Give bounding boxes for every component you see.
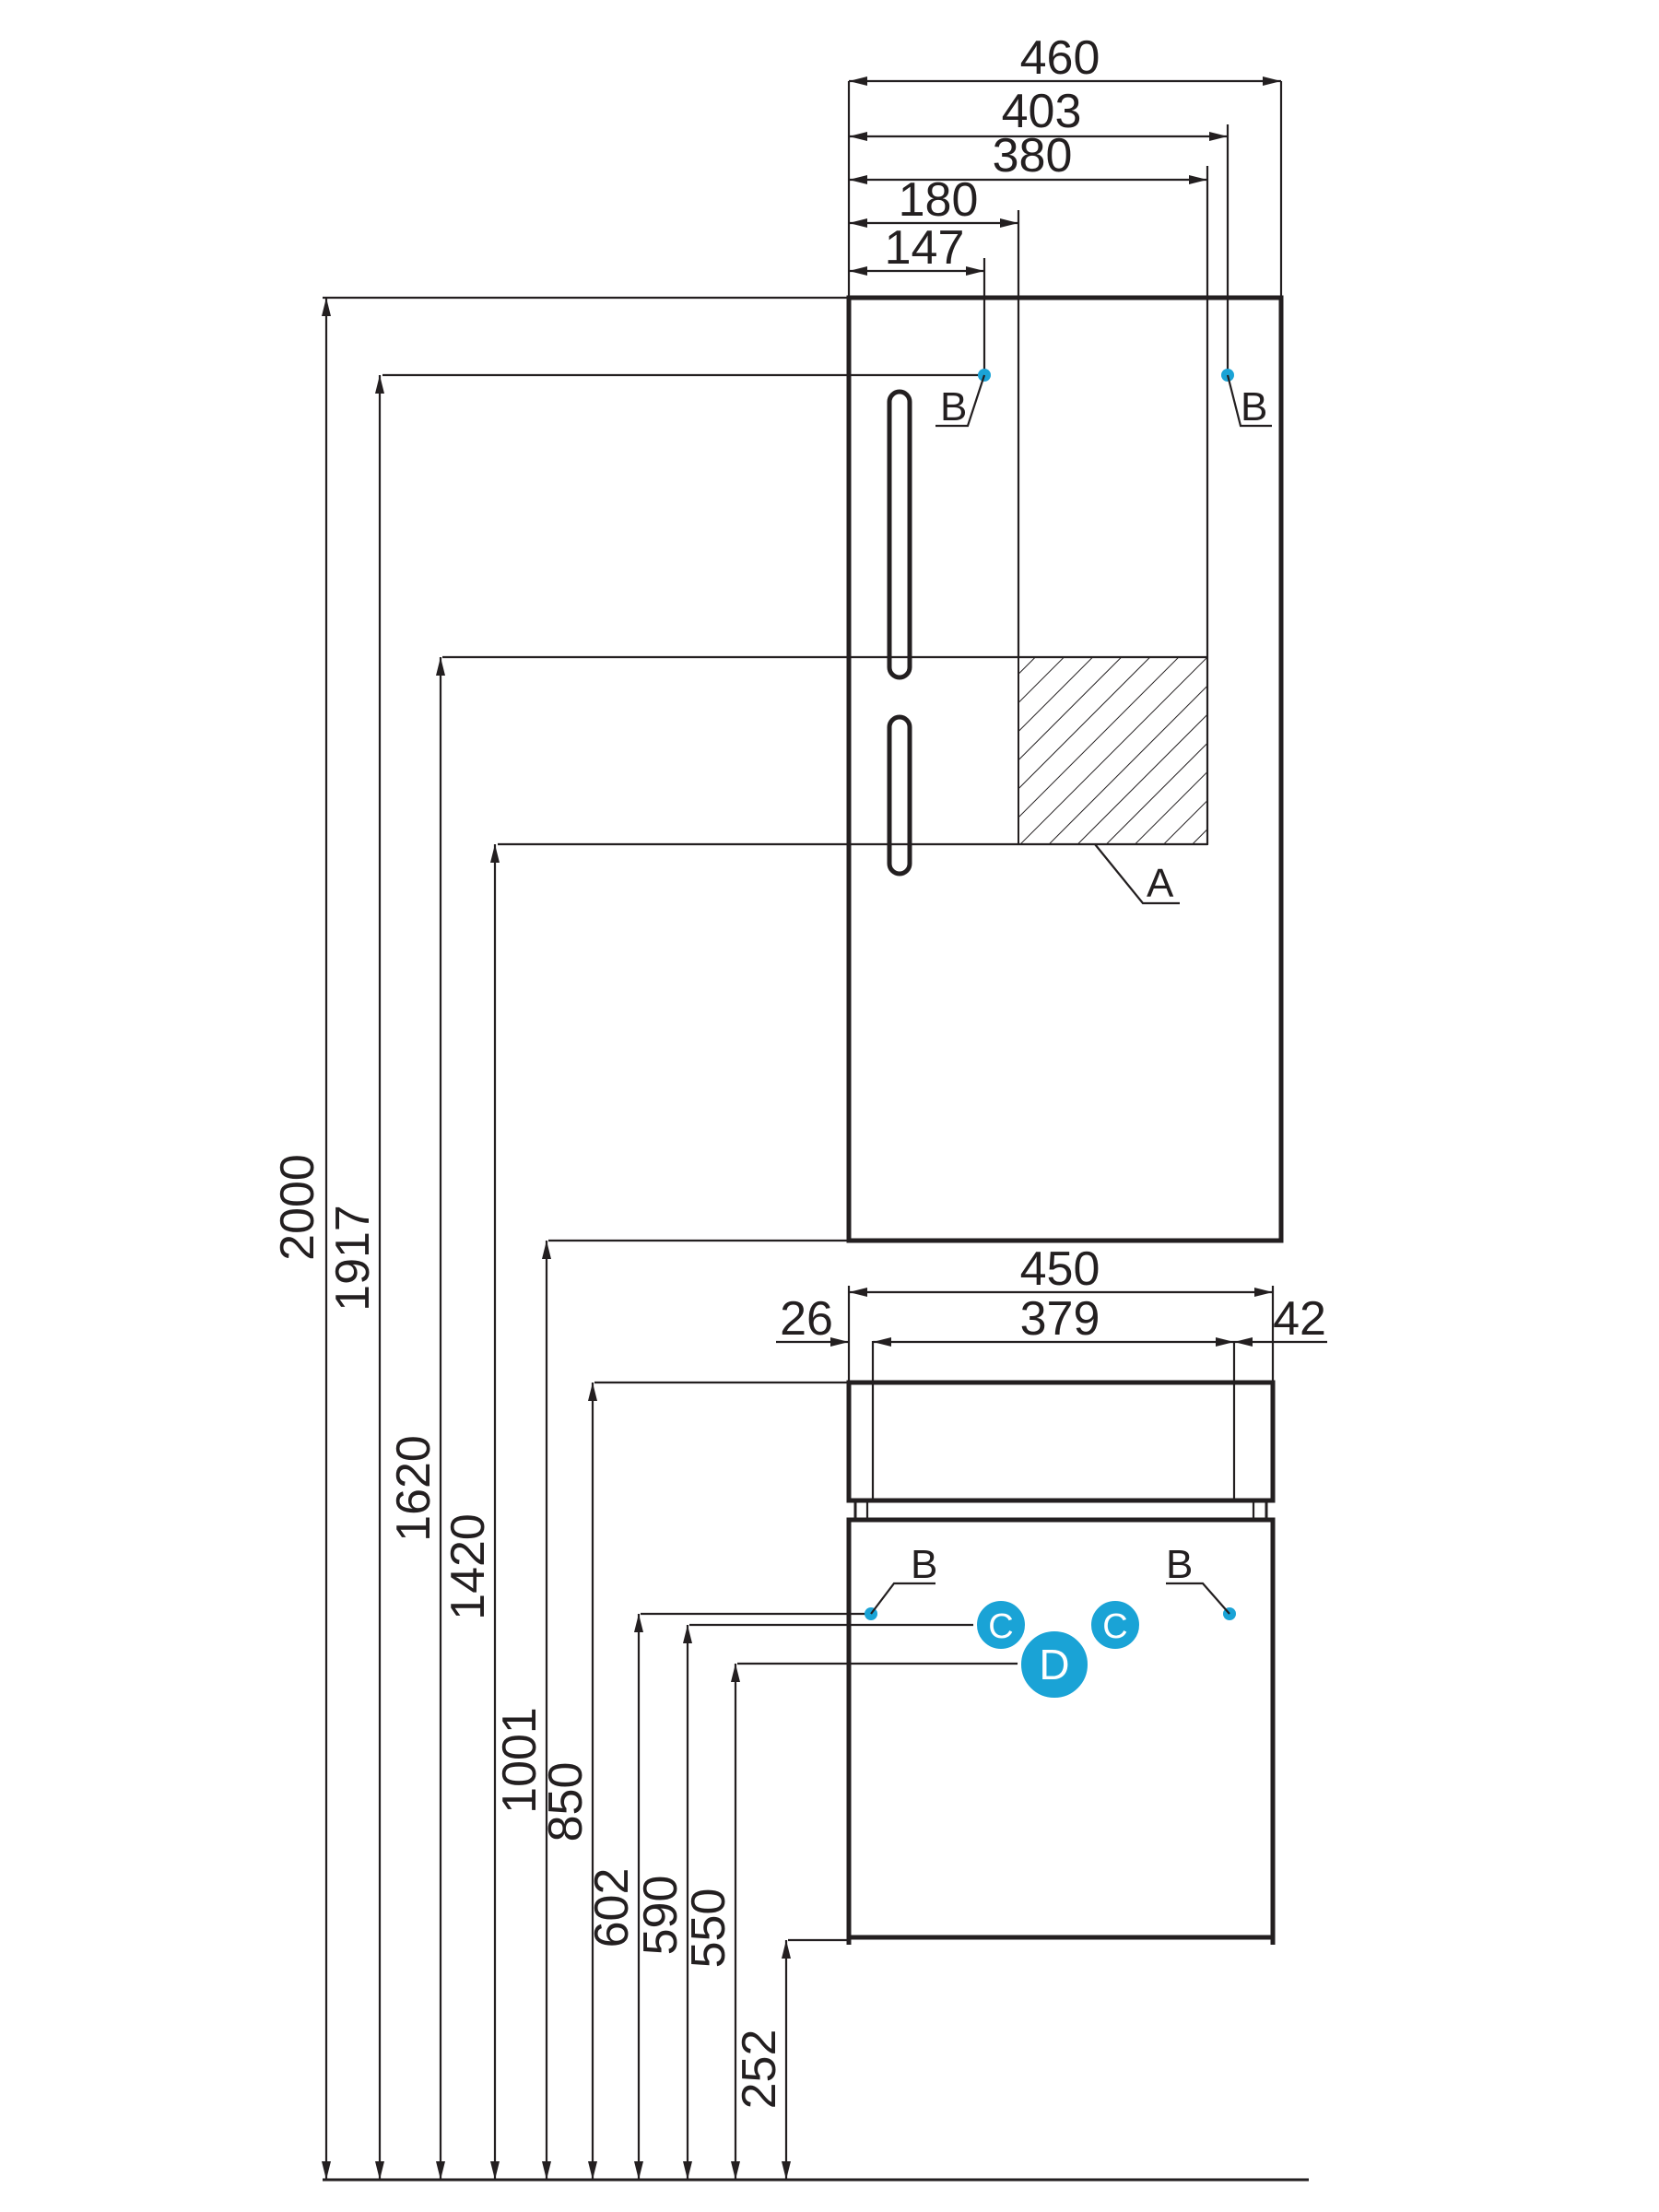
dim-460-label: 460 <box>1020 31 1100 85</box>
upper-cabinet: 460 403 380 180 147 B <box>382 31 1284 1243</box>
dim-380-label: 380 <box>993 129 1073 182</box>
dim-1420-label: 1420 <box>441 1513 495 1620</box>
dim-1917-label: 1917 <box>326 1205 380 1312</box>
d-label: D <box>1039 1641 1069 1688</box>
dim-147: 147 <box>849 221 984 276</box>
dim-1917: 1917 <box>326 375 384 2180</box>
dim-590-label: 590 <box>634 1876 688 1956</box>
b-label-lower-left: B <box>911 1542 937 1587</box>
dim-1620-label: 1620 <box>387 1435 441 1542</box>
c-marker-left: C <box>973 1597 1029 1653</box>
dim-403-label: 403 <box>1002 85 1082 138</box>
zone-a-hatched-area <box>1018 656 1208 845</box>
upper-handle-short <box>887 714 912 877</box>
b-leader-upper-right <box>1226 374 1272 428</box>
dim-1001: 1001 <box>493 1241 551 2180</box>
dim-850: 850 <box>539 1382 597 2180</box>
dim-450-label: 450 <box>1020 1242 1100 1296</box>
dim-252: 252 <box>733 1940 791 2180</box>
dim-180: 180 <box>849 173 1018 228</box>
sink-top <box>846 1380 1276 1503</box>
dim-602-label: 602 <box>585 1868 639 1948</box>
dim-380: 380 <box>849 129 1207 184</box>
dim-450: 450 <box>849 1242 1273 1297</box>
b-label-upper-left: B <box>940 384 967 429</box>
d-marker-drain: D <box>1018 1628 1091 1701</box>
dim-2000-label: 2000 <box>271 1154 324 1261</box>
b-leader-lower-right <box>1166 1582 1230 1615</box>
height-dimensions: 2000 1917 1620 1420 1001 <box>271 296 849 2180</box>
dim-850-label: 850 <box>539 1762 593 1842</box>
c-label-right: C <box>1102 1607 1127 1646</box>
sink-gap <box>853 1499 1268 1522</box>
c-marker-right: C <box>1088 1597 1143 1653</box>
upper-handle-long <box>887 389 912 680</box>
dim-180-label: 180 <box>899 173 979 227</box>
c-label-left: C <box>988 1607 1013 1646</box>
dim-26: 26 <box>776 1292 849 1347</box>
b-label-lower-right: B <box>1166 1542 1193 1587</box>
dim-252-label: 252 <box>733 2030 786 2110</box>
dim-550-label: 550 <box>682 1888 735 1969</box>
vanity-body <box>846 1517 1276 1940</box>
dim-550: 550 <box>682 1664 740 2180</box>
upper-cabinet-body <box>846 295 1284 1243</box>
dim-42-label: 42 <box>1273 1292 1326 1346</box>
a-leader <box>1094 843 1180 905</box>
dim-1420: 1420 <box>441 844 500 2180</box>
dim-1001-label: 1001 <box>493 1707 547 1814</box>
dim-379: 379 <box>873 1292 1234 1347</box>
dim-590: 590 <box>634 1625 692 2180</box>
dim-26-label: 26 <box>780 1292 833 1346</box>
dim-602: 602 <box>585 1614 643 2180</box>
lower-cabinet: 450 379 26 42 B B <box>594 1242 1327 1945</box>
dim-1620: 1620 <box>387 657 445 2180</box>
dim-460: 460 <box>849 31 1281 86</box>
b-label-upper-right: B <box>1241 384 1267 429</box>
dim-147-label: 147 <box>885 221 965 275</box>
dim-403: 403 <box>849 85 1228 141</box>
dim-2000: 2000 <box>271 296 849 2180</box>
a-label: A <box>1147 861 1174 906</box>
b-leader-upper-left <box>935 374 986 428</box>
dim-42: 42 <box>1234 1292 1327 1347</box>
dim-379-label: 379 <box>1020 1292 1100 1346</box>
b-leader-lower-left <box>870 1582 935 1615</box>
